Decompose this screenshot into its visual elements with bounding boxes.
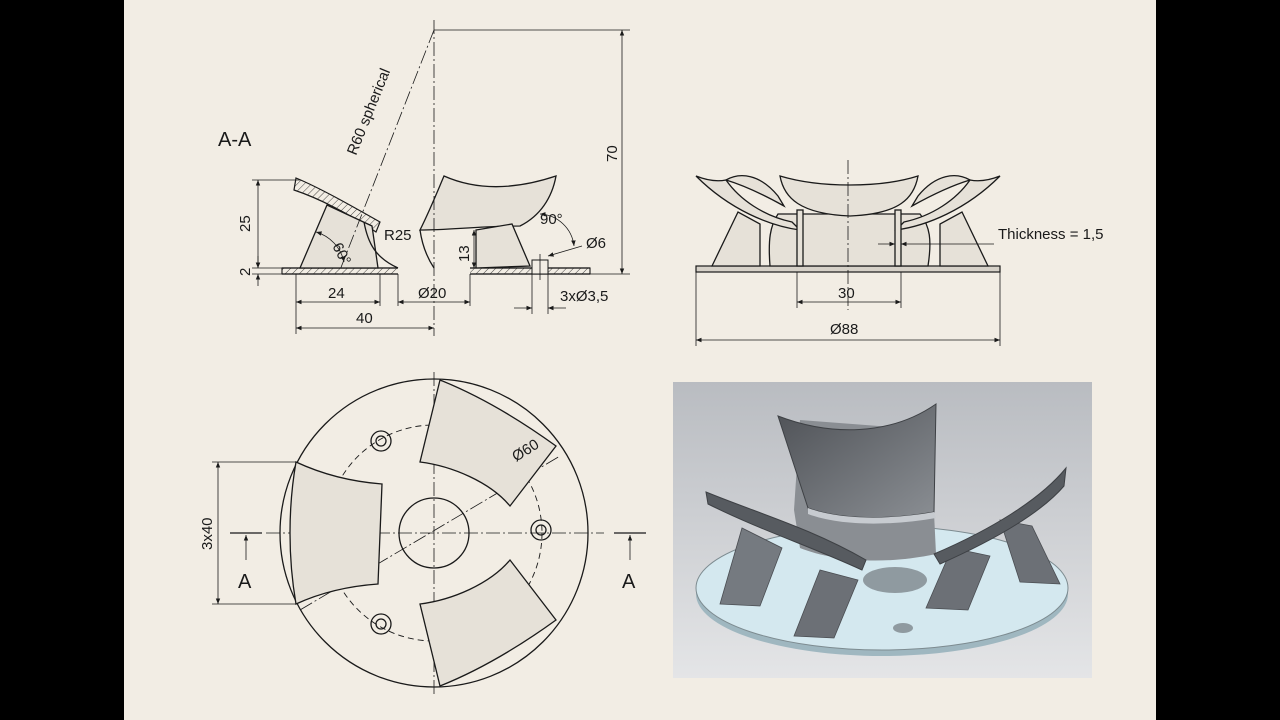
top-vane-upper bbox=[419, 379, 557, 508]
side-view: Thickness = 1,5 30 Ø88 bbox=[695, 160, 1103, 346]
dim-d88: Ø88 bbox=[830, 321, 858, 338]
dim-d6: Ø6 bbox=[586, 235, 606, 252]
left-vane-blade bbox=[293, 177, 381, 233]
dim-70: 70 bbox=[604, 145, 621, 162]
section-title: A-A bbox=[218, 129, 252, 151]
svg-text:A: A bbox=[238, 571, 252, 593]
dim-holes: 3xØ3,5 bbox=[560, 288, 608, 305]
render-center-hole bbox=[863, 567, 927, 593]
cut-marker-right: A bbox=[614, 532, 646, 593]
section-view: A-A 70 R60 spherical bbox=[218, 20, 630, 336]
top-bolt-hole-2 bbox=[530, 519, 552, 541]
render-blade-right bbox=[933, 466, 1067, 565]
side-right-blade bbox=[894, 175, 1001, 231]
top-view: Ø60 3x40 A A bbox=[199, 372, 646, 696]
side-middle-blade bbox=[779, 175, 919, 217]
render-blade-back bbox=[777, 403, 937, 519]
dim-thickness: Thickness = 1,5 bbox=[998, 226, 1103, 243]
top-vane-lower bbox=[419, 558, 557, 687]
dim-25: 25 bbox=[237, 215, 254, 232]
dim-3x40: 3x40 bbox=[199, 517, 216, 550]
dim-r25: R25 bbox=[384, 227, 412, 244]
top-bolt-hole-3 bbox=[370, 613, 392, 635]
dim-2: 2 bbox=[237, 268, 254, 276]
svg-text:A: A bbox=[622, 571, 636, 593]
dim-13: 13 bbox=[456, 245, 473, 262]
side-left-blade bbox=[695, 175, 802, 231]
dim-40: 40 bbox=[356, 310, 373, 327]
top-vane-left bbox=[289, 461, 383, 605]
render-blade-left bbox=[705, 491, 867, 571]
top-bolt-hole-1 bbox=[370, 430, 392, 452]
dim-d20: Ø20 bbox=[418, 285, 446, 302]
middle-vane-blade bbox=[418, 175, 557, 231]
cut-marker-left: A bbox=[230, 532, 262, 593]
dim-90-deg: 90° bbox=[540, 211, 563, 228]
dim-30: 30 bbox=[838, 285, 855, 302]
dim-24: 24 bbox=[328, 285, 345, 302]
isometric-render bbox=[673, 382, 1092, 678]
